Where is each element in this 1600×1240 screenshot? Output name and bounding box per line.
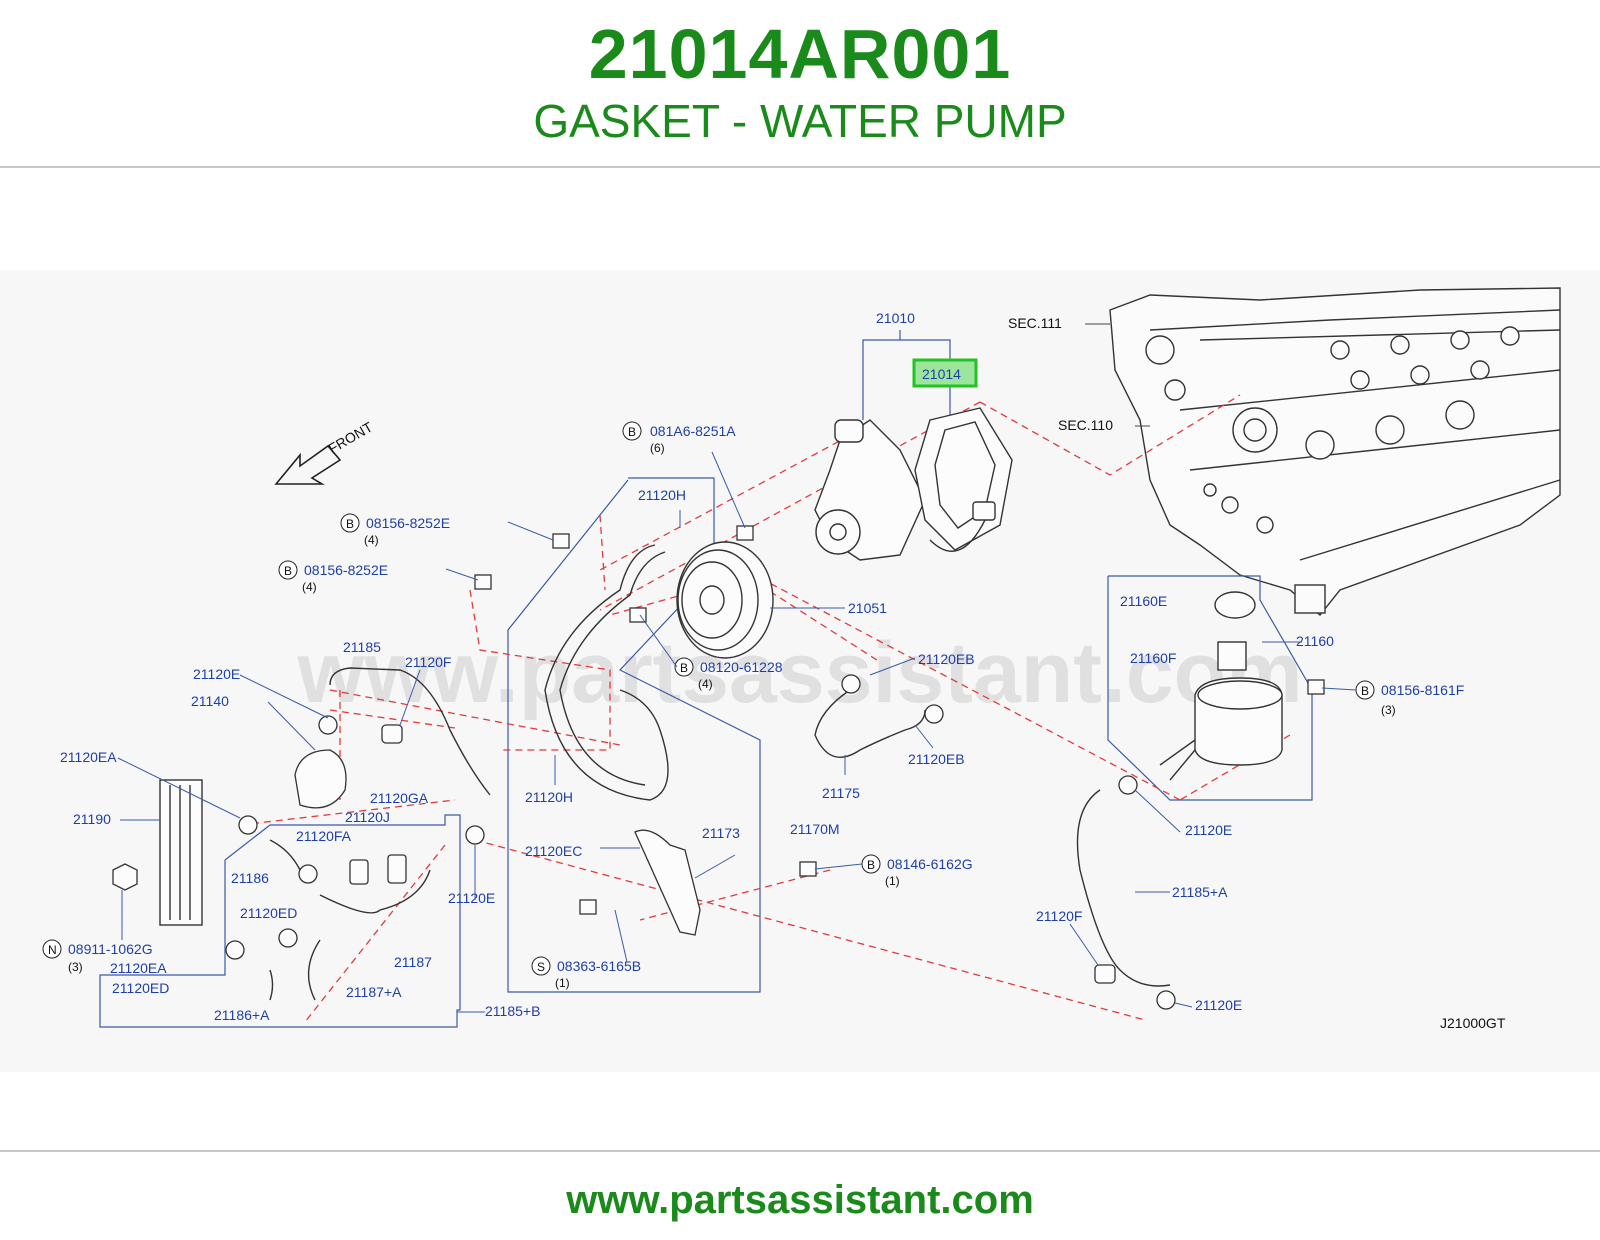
part-label[interactable]: 21173 [702, 825, 740, 841]
part-label[interactable]: 21160F [1130, 650, 1176, 666]
part-label[interactable]: 21120EA [60, 749, 117, 765]
part-number-title: 21014AR001 [588, 15, 1012, 93]
part-label[interactable]: 21170M [790, 821, 840, 837]
part-labels: 21010 21051 21120H 21120EB 21120EB 21175… [60, 310, 1334, 1023]
part-label[interactable]: 21120ED [112, 980, 169, 996]
callout-symbol: B [346, 517, 354, 531]
part-label[interactable]: 21120EA [110, 960, 167, 976]
callout[interactable]: S 08363-6165B (1) [531, 956, 641, 990]
part-label[interactable]: 21186 [231, 870, 269, 886]
part-label[interactable]: 21120H [525, 789, 573, 805]
callout-qty: (6) [650, 441, 665, 455]
callout-qty: (1) [885, 874, 900, 888]
callout-code: 08120-61228 [700, 659, 783, 675]
callout-symbol: N [48, 943, 57, 957]
part-label[interactable]: 21186+A [214, 1007, 270, 1023]
part-label[interactable]: 21185+B [485, 1003, 540, 1019]
callout-qty: (4) [302, 580, 317, 594]
callout[interactable]: B 08146-6162G (1) [861, 854, 973, 888]
diagram-canvas: www.partsassistant.com [42, 287, 1561, 1031]
section-label: SEC.110 [1058, 417, 1113, 433]
callout[interactable]: N 08911-1062G (3) [42, 939, 153, 974]
callout[interactable]: B 081A6-8251A (6) [622, 421, 736, 455]
part-label[interactable]: 21051 [848, 600, 887, 616]
part-label[interactable]: 21120ED [240, 905, 297, 921]
page-header: 21014AR001 GASKET - WATER PUMP [0, 0, 1600, 168]
callout[interactable]: B 08156-8252E (4) [278, 560, 388, 594]
highlighted-part-box[interactable] [912, 358, 978, 388]
part-label[interactable]: 21120E [1185, 822, 1232, 838]
callout-qty: (3) [1381, 703, 1396, 717]
exploded-parts-diagram: www.partsassistant.com [0, 270, 1600, 1072]
diagram-code: J21000GT [1440, 1015, 1506, 1031]
callout-code: 08363-6165B [557, 958, 641, 974]
part-label[interactable]: 21120GA [370, 790, 429, 806]
callout-qty: (4) [364, 533, 379, 547]
front-arrow: FRONT [274, 418, 376, 485]
part-label[interactable]: 21120E [193, 666, 240, 682]
part-label[interactable]: 21187+A [346, 984, 402, 1000]
callout-code: 081A6-8251A [650, 423, 736, 439]
part-label[interactable]: 21120EB [908, 751, 965, 767]
reservoir-illustration [1159, 591, 1283, 781]
callout-symbol: S [537, 960, 545, 974]
callout-symbol: B [867, 858, 875, 872]
callout-code: 08156-8161F [1381, 682, 1464, 698]
watermark: www.partsassistant.com [296, 625, 1302, 721]
callout-code: 08146-6162G [887, 856, 973, 872]
footer-divider [0, 1150, 1600, 1152]
callout-qty: (3) [68, 960, 83, 974]
part-label[interactable]: 21120F [1036, 908, 1082, 924]
callout-qty: (1) [555, 976, 570, 990]
water-pump-illustration [814, 407, 1013, 561]
assembly-leader-lines [239, 394, 1291, 1023]
part-label[interactable]: 21160E [1120, 593, 1167, 609]
part-label[interactable]: 21140 [191, 693, 229, 709]
pressure-pipe-illustration [544, 544, 669, 801]
part-label[interactable]: 21160 [1296, 633, 1334, 649]
callout-code: 08911-1062G [68, 941, 153, 957]
part-label[interactable]: 21185 [343, 639, 381, 655]
grouping-frames [99, 330, 1313, 1028]
engine-block-illustration [1109, 287, 1561, 616]
part-label[interactable]: 21120EB [918, 651, 975, 667]
callout[interactable]: B 08156-8161F (3) [1355, 680, 1464, 717]
part-label[interactable]: 21120J [345, 809, 390, 825]
part-name-subtitle: GASKET - WATER PUMP [533, 95, 1067, 147]
section-label: SEC.111 [1008, 315, 1062, 331]
highlighted-part-label[interactable]: 21014 [922, 366, 961, 382]
front-label: FRONT [326, 418, 376, 456]
part-label[interactable]: 21120H [638, 487, 686, 503]
part-label[interactable]: 21187 [394, 954, 432, 970]
part-label[interactable]: 21190 [73, 811, 111, 827]
part-label[interactable]: 21120FA [296, 828, 352, 844]
part-label[interactable]: 21120E [448, 890, 495, 906]
callout-qty: (4) [698, 677, 713, 691]
callout-symbol: B [284, 564, 292, 578]
callout-symbol: B [1361, 684, 1369, 698]
oil-cooler-illustration [159, 779, 203, 926]
part-label[interactable]: 21185+A [1172, 884, 1228, 900]
pulley-illustration [676, 541, 774, 659]
hoses-illustration [269, 667, 1171, 1001]
part-label[interactable]: 21120EC [525, 843, 582, 859]
callout-symbol: B [680, 661, 688, 675]
callout-code: 08156-8252E [304, 562, 388, 578]
part-label[interactable]: 21175 [822, 785, 860, 801]
header-divider [0, 166, 1600, 168]
callout-symbol: B [628, 425, 636, 439]
callout-code: 08156-8252E [366, 515, 450, 531]
part-label[interactable]: 21010 [876, 310, 915, 326]
callout[interactable]: B 08156-8252E (4) [340, 513, 450, 547]
footer-website-link[interactable]: www.partsassistant.com [566, 1178, 1034, 1222]
callout[interactable]: B 08120-61228 (4) [674, 657, 783, 691]
label-leader-lines [117, 510, 1302, 1013]
part-label[interactable]: 21120E [1195, 997, 1242, 1013]
fastener-callouts: B 081A6-8251A (6) B 08156-8252E (4) B 08… [42, 421, 1464, 990]
part-label[interactable]: 21120F [405, 654, 451, 670]
